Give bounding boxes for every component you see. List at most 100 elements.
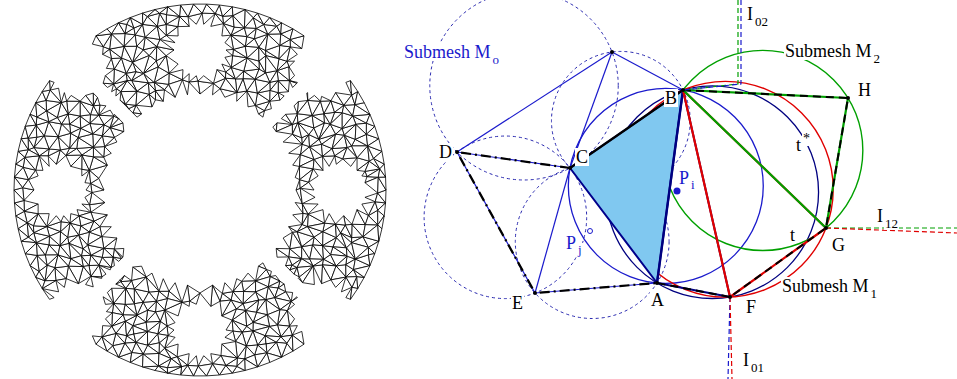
mesh-element [308, 223, 325, 231]
mesh-element [102, 237, 117, 249]
submesh-boundary [657, 90, 848, 297]
mesh-element [189, 81, 200, 94]
mesh-element [355, 91, 364, 104]
point-label: Submesh M [784, 42, 873, 60]
mesh-element [280, 302, 291, 311]
mesh-element [363, 225, 379, 241]
mesh-element [293, 213, 303, 224]
mesh-element [220, 300, 231, 316]
mesh-element [126, 72, 136, 81]
mesh-element [366, 126, 378, 138]
mesh-element [70, 214, 79, 223]
mesh-element [168, 367, 182, 375]
vertex-dot [455, 150, 459, 154]
mesh-element [232, 7, 245, 16]
mesh-element [80, 95, 93, 105]
mesh-element [160, 13, 167, 24]
mesh-element [350, 81, 357, 95]
mesh-element [68, 101, 80, 116]
mesh-element [168, 5, 181, 16]
circumcircle [663, 50, 863, 250]
mesh-element [308, 95, 321, 101]
mesh-element [242, 273, 256, 281]
subscript: 01 [750, 361, 765, 374]
mesh-element [366, 114, 374, 126]
mesh-element [143, 292, 156, 302]
subscript: 2 [873, 52, 882, 65]
mesh-element [14, 190, 24, 203]
mesh-element [39, 156, 49, 167]
mesh-element [82, 204, 91, 212]
mesh-edge [612, 52, 683, 90]
mesh-element [286, 114, 298, 125]
mesh-element [47, 216, 61, 227]
mesh-element [155, 7, 168, 13]
mesh-element [298, 115, 314, 127]
mesh-element [278, 81, 289, 92]
mesh-element [169, 80, 183, 97]
mesh-element [86, 183, 92, 192]
subscript: 1 [870, 287, 879, 300]
mesh-element [289, 144, 302, 154]
mesh-element [289, 81, 296, 88]
mesh-element [270, 71, 278, 83]
mesh-element [125, 288, 134, 304]
mesh-element [303, 266, 315, 285]
mesh-element [102, 337, 113, 351]
mesh-element [302, 214, 308, 226]
mesh-element [93, 147, 104, 157]
mesh-element [25, 125, 36, 138]
subscript: o [492, 53, 501, 66]
mesh-element [223, 16, 233, 24]
mesh-element [181, 4, 194, 17]
mesh-element [291, 297, 297, 302]
mesh-element [90, 115, 104, 125]
mesh-element [25, 114, 36, 126]
mesh-element [105, 313, 112, 327]
mesh-element [125, 321, 132, 336]
point-label: A [650, 291, 665, 309]
point-label: Submesh M [403, 43, 492, 61]
mesh-element [155, 90, 164, 102]
mesh-element [14, 203, 24, 216]
mesh-element [23, 180, 34, 190]
mesh-element [61, 101, 68, 114]
mesh-element [290, 29, 304, 40]
mesh-element [320, 96, 330, 101]
point-label: I [742, 351, 750, 369]
mesh-element [155, 301, 164, 312]
mesh-element [79, 212, 94, 221]
mesh-element [289, 67, 295, 81]
mesh-element [295, 166, 299, 179]
mesh-element [309, 169, 318, 182]
mesh-element [143, 353, 159, 366]
mesh-element [180, 16, 190, 26]
mesh-element [198, 364, 212, 376]
vertex-dot [824, 226, 828, 230]
mesh-element [222, 283, 233, 294]
mesh-edge [457, 52, 612, 152]
mesh-element [124, 104, 128, 109]
vertex-dot [728, 295, 732, 299]
mesh-element [313, 265, 322, 284]
mesh-element [353, 266, 369, 278]
mesh-element [374, 151, 385, 164]
mesh-element [333, 247, 347, 256]
point-label: G [831, 236, 846, 254]
mesh-element [257, 13, 269, 24]
mesh-element [225, 56, 233, 68]
mesh-element [368, 241, 378, 253]
mesh-element [130, 353, 143, 363]
mesh-element [121, 91, 137, 104]
mesh-element [55, 255, 68, 268]
mesh-element [127, 81, 137, 92]
mesh-element [243, 79, 255, 91]
mesh-element [265, 326, 281, 336]
point-label: E [511, 294, 524, 312]
mesh-element [93, 125, 104, 136]
mesh-element [110, 34, 124, 49]
mesh-element [323, 238, 337, 247]
mesh-element [42, 90, 50, 100]
mesh-element [242, 281, 256, 292]
mesh-element [96, 29, 111, 36]
